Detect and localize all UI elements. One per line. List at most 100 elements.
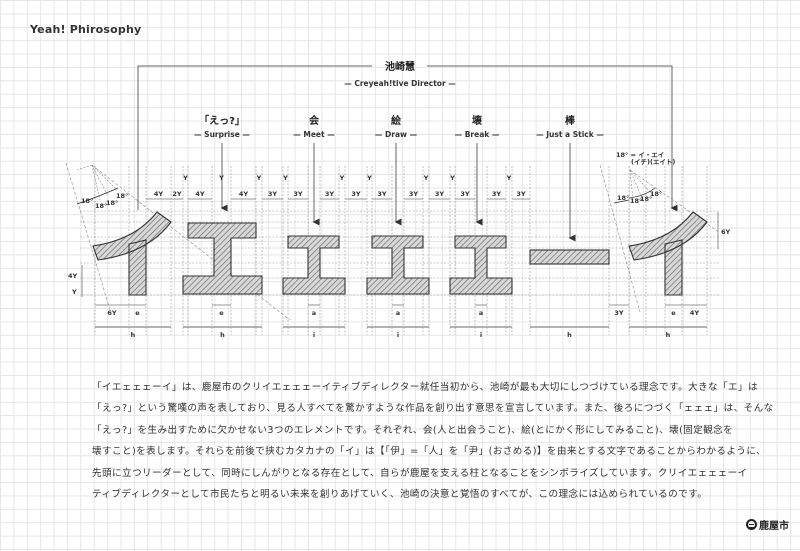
bottom-width-label: i xyxy=(313,331,315,339)
element-en-label: — Draw — xyxy=(375,130,418,139)
bottom-dimension: 4Y xyxy=(682,304,707,317)
element-en-text: Break xyxy=(465,130,491,139)
top-dimension: 3Y xyxy=(404,190,423,200)
city-logo-text: 鹿屋市 xyxy=(759,521,789,532)
element-jp-label: 壊 xyxy=(472,114,483,127)
top-dimension-label: 3Y xyxy=(351,190,361,198)
top-dimension-label: 3Y xyxy=(325,190,335,198)
y-marker-label: Y xyxy=(182,174,188,182)
y-marker: Y xyxy=(449,174,455,182)
bottom-width-label: i xyxy=(397,331,399,339)
left-height-label: 4Y xyxy=(68,272,78,280)
page-title: Yeah! Phirosophy xyxy=(30,23,142,36)
bottom-width-dimension: i xyxy=(367,326,429,339)
description-line: 「えっ?」を生み出すために欠かせない3つのエレメントです。それぞれ、会(人と出会… xyxy=(92,424,734,436)
description-line: ティブディレクターとして市民たちと明るい未来を創りあげていく、池崎の決意と覚悟の… xyxy=(92,489,708,501)
top-dimension: 3Y xyxy=(345,190,367,200)
y-marker-label: Y xyxy=(449,174,455,182)
glyph-i-right xyxy=(628,211,708,296)
element-en-label: — Break — xyxy=(455,130,500,139)
angle-sub-label: 18° xyxy=(116,192,128,200)
bottom-width-label: h xyxy=(131,331,136,339)
top-dimension: 3Y xyxy=(288,190,308,200)
y-marker: Y xyxy=(366,174,372,182)
bottom-dimension-label: a xyxy=(312,309,316,317)
y-marker-label: Y xyxy=(339,174,345,182)
y-marker: Y xyxy=(339,174,345,182)
angle-sub-label: 18° xyxy=(650,190,662,198)
left-y-label: Y xyxy=(71,288,77,296)
bottom-dimension: 6Y xyxy=(95,304,129,317)
logo-glyphs xyxy=(92,211,708,296)
bottom-width-dimension: h xyxy=(629,326,707,339)
y-marker-label: Y xyxy=(282,174,288,182)
angle-sub-label: 18° xyxy=(640,195,652,203)
element-en-label: — Just a Stick — xyxy=(536,130,604,139)
bottom-dimension: e xyxy=(129,304,146,317)
angle-guide-left xyxy=(65,162,291,321)
glyph-i-left xyxy=(92,211,172,296)
y-marker-label: Y xyxy=(366,174,372,182)
bottom-dimension-label: e xyxy=(671,309,676,317)
description-line: 先頭に立つリーダーとして、同時にしんがりとなる存在として、自らが鹿屋を支える柱と… xyxy=(92,467,748,479)
bottom-width-dimension: h xyxy=(183,326,262,339)
top-dimension: 3Y xyxy=(372,190,392,200)
top-dimension-label: 2Y xyxy=(172,190,182,198)
element-label-group: 絵— Draw — xyxy=(375,114,418,139)
y-marker: Y xyxy=(218,174,224,182)
glyph-e-small-3 xyxy=(449,235,513,295)
director-name: 池崎慧 xyxy=(385,60,415,73)
top-dimension-label: 4Y xyxy=(154,190,164,198)
director-role: — Creyeah!tive Director — xyxy=(344,79,456,88)
angle-label-left: 18° xyxy=(81,197,93,205)
element-en-label: — Surprise — xyxy=(194,130,250,139)
top-dimension-label: 3Y xyxy=(377,190,387,198)
description-line: 「えっ?」という驚嘆の声を表しており、見る人すべてを驚かすような作品を創り出す意… xyxy=(92,403,774,415)
element-label-group: 会— Meet — xyxy=(293,114,335,139)
top-dimension-label: 4Y xyxy=(195,190,205,198)
logo-construction-diagram: 池崎慧 — Creyeah!tive Director — 「えっ?」 — Sur… xyxy=(65,60,731,339)
bottom-width-dimension: h xyxy=(95,326,171,339)
bottom-dimension-label: 3Y xyxy=(614,309,624,317)
bottom-width-label: h xyxy=(666,331,671,339)
bottom-dimension: e xyxy=(665,304,682,317)
top-dimension-label: 3Y xyxy=(460,190,470,198)
y-marker: Y xyxy=(423,174,429,182)
bottom-dimension: e xyxy=(212,304,231,317)
description-line: 「イエェェェーイ」は、鹿屋市のクリイエェェェーイティブディレクター就任当初から、… xyxy=(92,382,759,393)
element-label-group: 「えっ?」 — Surprise — xyxy=(194,114,250,139)
element-en-text: Meet xyxy=(303,130,325,139)
y-marker-label: Y xyxy=(218,174,224,182)
y-marker-label: Y xyxy=(423,174,429,182)
city-logo: 鹿屋市 xyxy=(746,517,789,532)
bottom-width-dimension: i xyxy=(450,326,512,339)
bottom-dimension-label: 6Y xyxy=(107,309,117,317)
element-en-text: Draw xyxy=(385,130,407,139)
angle-label-right: 18° xyxy=(617,194,629,202)
top-dimension: 3Y xyxy=(320,190,339,200)
top-dimension: 4Y xyxy=(188,190,212,200)
bottom-dimension: a xyxy=(475,304,487,317)
top-dimension: 4Y xyxy=(231,190,256,200)
director-bracket xyxy=(137,65,678,212)
top-dimension-label: 3Y xyxy=(409,190,419,198)
bottom-dimension: a xyxy=(392,304,404,317)
top-dimension-label: 4Y xyxy=(239,190,249,198)
bottom-dimension-label: 4Y xyxy=(690,309,700,317)
top-dimension: 3Y xyxy=(487,190,506,200)
city-emblem-icon xyxy=(746,519,757,530)
bottom-dimension-label: a xyxy=(479,309,483,317)
bottom-width-label: h xyxy=(220,331,225,339)
angle-note-ruby: (イチ)(エイト) xyxy=(631,158,675,166)
right-height-label: 6Y xyxy=(721,228,731,236)
bottom-dimension-label: a xyxy=(396,309,400,317)
glyph-e-small-1 xyxy=(282,235,346,295)
element-jp-label: 「えっ?」 xyxy=(199,114,245,127)
top-dimension: 4Y xyxy=(146,190,171,200)
glyph-e-small-2 xyxy=(366,235,430,295)
director-role-text: Creyeah!tive Director xyxy=(354,79,446,88)
philosophy-description: 「イエェェェーイ」は、鹿屋市のクリイエェェェーイティブディレクター就任当初から、… xyxy=(92,377,774,505)
bottom-dimension: a xyxy=(308,304,320,317)
bottom-width-dimension: h xyxy=(530,326,609,339)
top-dimension-label: 3Y xyxy=(268,190,278,198)
